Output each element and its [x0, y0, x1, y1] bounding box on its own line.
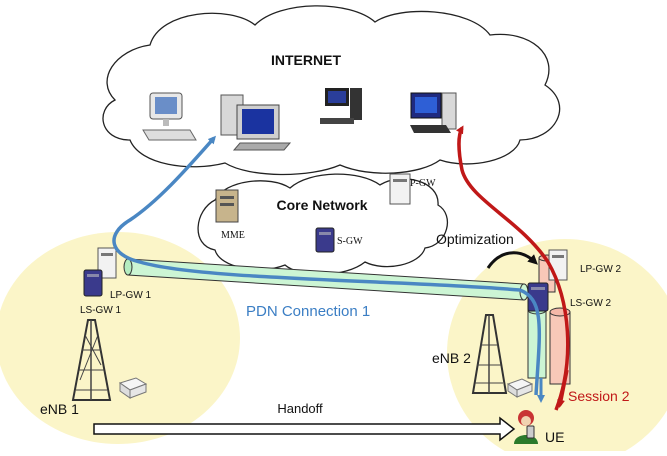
- lsgw1-label: LS-GW 1: [80, 305, 122, 316]
- tower-pc-icon: [320, 88, 362, 124]
- lpgw1-label: LP-GW 1: [110, 290, 152, 301]
- sgw-label: S-GW: [337, 236, 363, 247]
- pdn-connection-label: PDN Connection 1: [246, 303, 370, 320]
- handoff-arrow: [93, 416, 516, 442]
- user-phone-icon: [514, 410, 538, 444]
- router-box-icon: [506, 378, 534, 398]
- ue-label: UE: [545, 429, 564, 445]
- handoff-label: Handoff: [277, 401, 323, 416]
- lsgw1-server-icon: [83, 269, 103, 297]
- core-network-cloud: [197, 173, 448, 276]
- antenna-tower-icon: [71, 319, 112, 401]
- lpgw1-server-icon: [97, 247, 117, 279]
- lsgw2-label: LS-GW 2: [570, 298, 612, 309]
- router-box-icon: [118, 377, 148, 399]
- sgw-server-icon: [315, 227, 335, 253]
- desktop-pc-icon: [220, 94, 292, 151]
- antenna-tower-icon: [471, 314, 508, 394]
- enb2-label: eNB 2: [432, 350, 471, 366]
- lpgw2-label: LP-GW 2: [580, 264, 622, 275]
- optimization-label: Optimization: [436, 231, 514, 247]
- session2-label: Session 2: [568, 388, 630, 404]
- pdn-connection-arrow: [112, 135, 542, 396]
- cell-area-1: [0, 232, 240, 444]
- core-network-label: Core Network: [276, 197, 367, 213]
- session-arrow-bottom: [557, 369, 569, 408]
- mme-label: MME: [221, 230, 245, 241]
- pgw-server-icon: [389, 173, 411, 205]
- terminal-icon: [142, 92, 197, 141]
- pgw-label: P-GW: [410, 178, 436, 189]
- optimization-arrow: [486, 251, 538, 269]
- workstation-pc-icon: [410, 92, 457, 133]
- lpgw2-server-icon: [548, 249, 568, 281]
- internet-label: INTERNET: [271, 52, 341, 68]
- enb1-label: eNB 1: [40, 401, 79, 417]
- mme-server-icon: [215, 189, 239, 223]
- session-arrow: [456, 125, 570, 411]
